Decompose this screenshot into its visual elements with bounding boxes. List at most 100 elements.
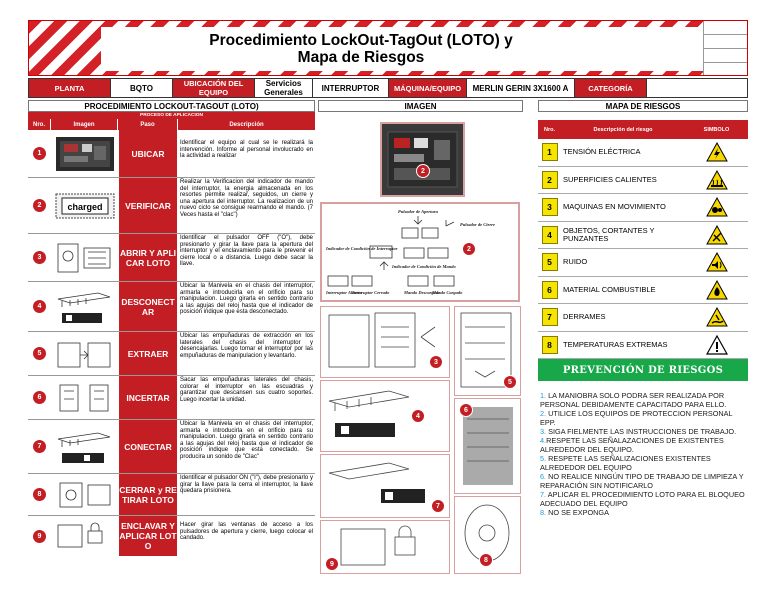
insertion-sketch-icon bbox=[59, 384, 108, 411]
risk-row: 2 SUPERFICIES CALIENTES bbox=[538, 167, 748, 194]
meta-cell bbox=[704, 21, 747, 35]
risk-description: SUPERFICIES CALIENTES bbox=[563, 174, 657, 184]
image-badge: 7 bbox=[431, 499, 445, 513]
risk-number: 7 bbox=[541, 308, 558, 327]
col-nro: Nro. bbox=[28, 119, 51, 130]
step-number: 1 bbox=[33, 147, 46, 160]
breaker-diagram: Pulsador de Apertura Pulsador de Cierre … bbox=[320, 202, 520, 302]
padlock-lock-sketch bbox=[340, 525, 416, 566]
step-name: CONECTAR bbox=[118, 420, 178, 473]
step-image bbox=[51, 130, 118, 177]
procedure-row: 3 ABRIR Y APLICAR LOTO Identificar el pu… bbox=[28, 234, 315, 282]
categoria-label: CATEGORÍA bbox=[575, 79, 647, 97]
risk-row: 5 RUIDO bbox=[538, 249, 748, 277]
procedure-row: 1 UBICAR Identificar el equipo al cual s… bbox=[28, 130, 315, 178]
svg-text:Interruptor Abierto: Interruptor Abierto bbox=[325, 290, 362, 295]
breaker-cabinet-sketch bbox=[460, 312, 512, 388]
step-description: Identificar el pulsador ON ("I"), debe p… bbox=[180, 475, 313, 495]
step-number: 3 bbox=[33, 251, 46, 264]
risk-description: TENSIÓN ELÉCTRICA bbox=[563, 147, 641, 157]
cutting-hazard-icon bbox=[705, 224, 728, 245]
procedure-columns: Nro. Imagen Paso Descripción bbox=[28, 119, 315, 130]
electric-hazard-icon bbox=[705, 142, 728, 162]
charged-indicator-icon: charged bbox=[55, 193, 114, 218]
risk-row: 6 MATERIAL COMBUSTIBLE bbox=[538, 277, 748, 304]
step-7-photo: 7 bbox=[320, 454, 450, 518]
image-badge: 4 bbox=[411, 409, 425, 423]
prevention-title: PREVENCIÓN DE RIESGOS bbox=[538, 359, 748, 381]
step-name: UBICAR bbox=[118, 130, 178, 177]
warning-icon bbox=[705, 334, 728, 355]
step-description: Identificar el equipo al cual se le real… bbox=[180, 140, 313, 160]
step-image bbox=[51, 376, 118, 419]
risk-description: MAQUINAS EN MOVIMIENTO bbox=[563, 202, 666, 212]
maquina-value: MERLIN GERIN 3X1600 A bbox=[467, 79, 575, 97]
step-number: 7 bbox=[33, 440, 46, 453]
risk-description: MATERIAL COMBUSTIBLE bbox=[563, 284, 656, 294]
risk-description: RUIDO bbox=[563, 257, 588, 267]
step-name: VERIFICAR bbox=[118, 178, 178, 233]
image-badge: 2 bbox=[416, 164, 430, 178]
image-badge: 8 bbox=[479, 553, 493, 567]
svg-text:Indicador de Condición de Mand: Indicador de Condición de Mando bbox=[391, 264, 457, 269]
breaker-extract-sketch bbox=[328, 312, 436, 368]
risk-row: 1 TENSIÓN ELÉCTRICA bbox=[538, 139, 748, 167]
planta-value: BQTO bbox=[111, 79, 173, 97]
risk-row: 3 MAQUINAS EN MOVIMIENTO bbox=[538, 194, 748, 222]
step-5-photo: 5 bbox=[454, 306, 521, 396]
procedure-row: 6 INCERTAR Sacar las empuñaduras lateral… bbox=[28, 376, 315, 420]
col-descripcion: Descripción bbox=[229, 121, 264, 128]
meta-cell bbox=[704, 49, 747, 63]
risk-description: OBJETOS, CORTANTES Y PUNZANTES bbox=[563, 225, 655, 243]
spill-icon bbox=[705, 307, 728, 327]
lock-key-sketch-icon bbox=[57, 243, 110, 272]
meta-cell bbox=[704, 63, 747, 75]
step-number: 4 bbox=[33, 300, 46, 313]
step-name: ENCLAVAR Y APLICAR LOTO bbox=[118, 516, 178, 556]
prevention-item: 5. RESPETE LAS SEÑALIZACIONES EXISTENTES… bbox=[540, 454, 711, 472]
prevention-item: 2. UTILICE LOS EQUIPOS DE PROTECCION PER… bbox=[540, 409, 733, 427]
col-symbol: SIMBOLO bbox=[703, 126, 730, 133]
title-line-2: Mapa de Riesgos bbox=[297, 49, 425, 66]
step-6-photo: 6 bbox=[454, 398, 521, 494]
step-description: Ubicar la Manivela en el chasis del inte… bbox=[180, 283, 313, 316]
noise-icon bbox=[705, 252, 728, 272]
risk-number: 4 bbox=[541, 225, 558, 244]
moving-machinery-icon bbox=[705, 197, 728, 217]
risk-number: 2 bbox=[541, 170, 558, 189]
procedure-row: 8 CERRAR y RETIRAR LOTO Identificar el p… bbox=[28, 474, 315, 516]
step-description: Sacar las empuñaduras laterales del chas… bbox=[180, 377, 313, 403]
procedure-row: 4 DESCONECTAR Ubicar la Manivela en el c… bbox=[28, 282, 315, 332]
risk-map-columns: Nro. Descripción del riesgo SIMBOLO bbox=[538, 120, 748, 139]
categoria-value bbox=[647, 79, 747, 97]
breaker-photo: 2 bbox=[380, 122, 465, 197]
diagram-drawing: Pulsador de Apertura Pulsador de Cierre … bbox=[325, 209, 495, 295]
col-nro: Nro. bbox=[544, 126, 555, 133]
header-meta-box bbox=[703, 21, 747, 75]
svg-text:Mando Cargado: Mando Cargado bbox=[431, 290, 463, 295]
image-badge: 5 bbox=[503, 375, 517, 389]
info-bar: PLANTA BQTO UBICACIÓN DEL EQUIPO Servici… bbox=[28, 78, 748, 98]
step-8-photo: 8 bbox=[454, 496, 521, 574]
step-name: DESCONECTAR bbox=[118, 282, 178, 331]
risk-number: 6 bbox=[541, 280, 558, 299]
image-badge: 2 bbox=[462, 242, 476, 256]
step-image: charged bbox=[51, 178, 118, 233]
procedure-row: 7 CONECTAR Ubicar la Manivela en el chas… bbox=[28, 420, 315, 474]
header-tag: ?OR bbox=[689, 64, 700, 69]
ubicacion-value: Servicios Generales bbox=[255, 79, 313, 97]
step-image bbox=[51, 234, 118, 281]
risk-description: TEMPERATURAS EXTREMAS bbox=[563, 339, 668, 349]
risk-description: DERRAMES bbox=[563, 312, 606, 322]
procedure-subheader: PROCESO DE APLICACION bbox=[28, 112, 315, 119]
prevention-item: 4.RESPETE LAS SEÑALAZACIONES DE EXISTENT… bbox=[540, 436, 724, 454]
step-image bbox=[51, 282, 118, 331]
svg-text:Pulsador de Apertura: Pulsador de Apertura bbox=[398, 209, 439, 214]
risk-number: 3 bbox=[541, 198, 558, 217]
image-section-title: IMAGEN bbox=[318, 100, 523, 112]
risk-number: 8 bbox=[541, 335, 558, 354]
step-number: 2 bbox=[33, 199, 46, 212]
prevention-item: 6. NO REALICE NINGÚN TIPO DE TRABAJO DE … bbox=[540, 472, 744, 490]
step-4-photo: 4 bbox=[320, 380, 450, 452]
